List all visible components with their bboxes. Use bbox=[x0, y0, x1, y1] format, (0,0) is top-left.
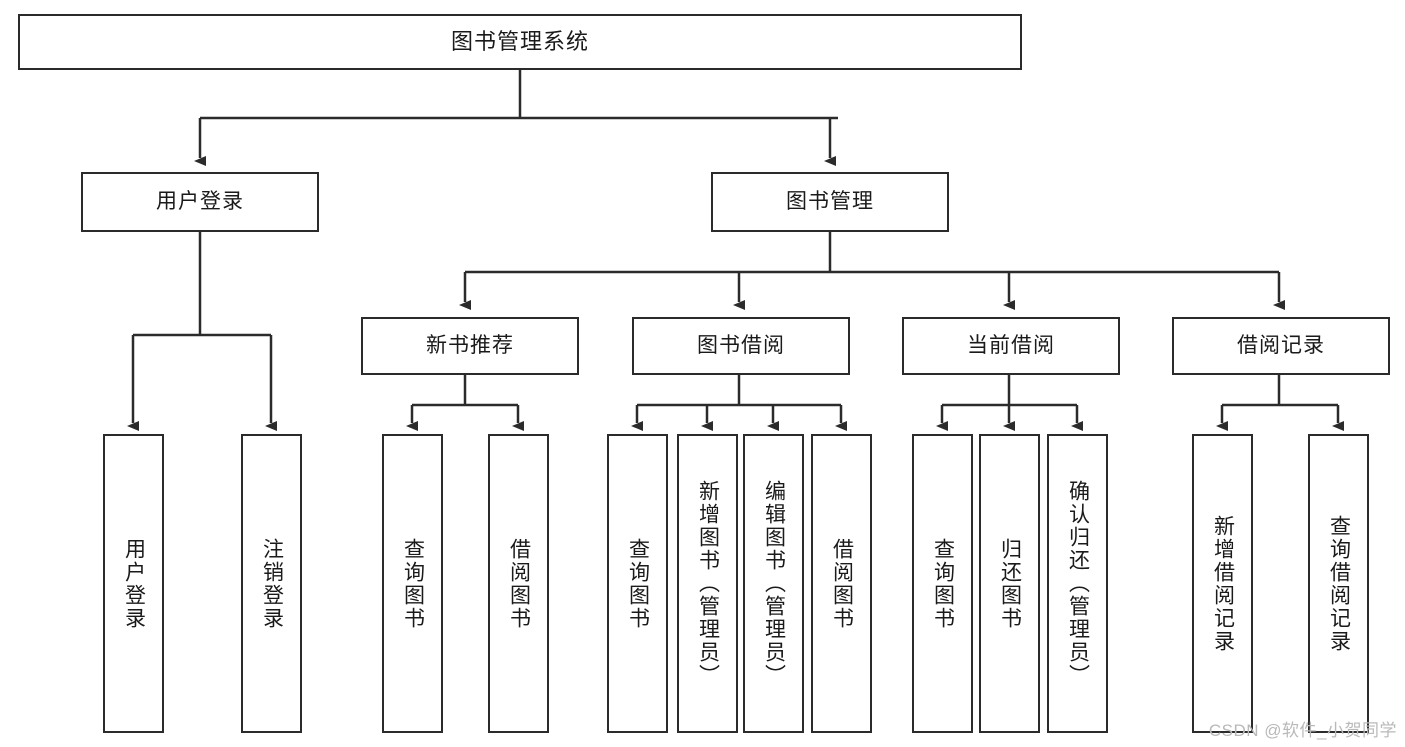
node-leaf-bb-add-book-admin[interactable]: 新增图书（管理员） bbox=[677, 434, 738, 733]
csdn-watermark: CSDN @软件_小贺同学 bbox=[1208, 721, 1397, 740]
node-new-book-recommend[interactable]: 新书推荐 bbox=[361, 317, 579, 375]
node-label: 查询图书 bbox=[931, 537, 955, 630]
node-leaf-bb-edit-book-admin[interactable]: 编辑图书（管理员） bbox=[743, 434, 804, 733]
node-borrow-record[interactable]: 借阅记录 bbox=[1172, 317, 1390, 375]
node-leaf-bb-query-book[interactable]: 查询图书 bbox=[607, 434, 668, 733]
node-label: 借阅图书 bbox=[830, 537, 854, 630]
node-leaf-nb-borrow-book[interactable]: 借阅图书 bbox=[488, 434, 549, 733]
node-label: 用户登录 bbox=[122, 537, 146, 630]
node-label: 查询图书 bbox=[401, 537, 425, 630]
node-label: 用户登录 bbox=[156, 190, 244, 214]
node-label: 新增借阅记录 bbox=[1211, 514, 1235, 653]
node-label: 借阅记录 bbox=[1237, 334, 1325, 358]
node-label: 注销登录 bbox=[260, 537, 284, 630]
node-current-borrow[interactable]: 当前借阅 bbox=[902, 317, 1120, 375]
node-leaf-bb-borrow-book[interactable]: 借阅图书 bbox=[811, 434, 872, 733]
node-label: 查询图书 bbox=[626, 537, 650, 630]
node-leaf-user-login[interactable]: 用户登录 bbox=[103, 434, 164, 733]
node-leaf-br-query-record[interactable]: 查询借阅记录 bbox=[1308, 434, 1369, 733]
node-book-borrow[interactable]: 图书借阅 bbox=[632, 317, 850, 375]
node-leaf-cb-confirm-return-admin[interactable]: 确认归还（管理员） bbox=[1047, 434, 1108, 733]
node-label: 新书推荐 bbox=[426, 334, 514, 358]
node-label: 图书管理系统 bbox=[450, 28, 589, 54]
node-user-login[interactable]: 用户登录 bbox=[81, 172, 319, 232]
node-label: 当前借阅 bbox=[967, 334, 1055, 358]
node-leaf-logout[interactable]: 注销登录 bbox=[241, 434, 302, 733]
node-book-management[interactable]: 图书管理 bbox=[711, 172, 949, 232]
node-leaf-cb-return-book[interactable]: 归还图书 bbox=[979, 434, 1040, 733]
node-leaf-nb-query-book[interactable]: 查询图书 bbox=[382, 434, 443, 733]
node-label: 图书管理 bbox=[786, 190, 874, 214]
node-label: 查询借阅记录 bbox=[1327, 514, 1351, 653]
node-label: 归还图书 bbox=[998, 537, 1022, 630]
node-root-book-management-system[interactable]: 图书管理系统 bbox=[18, 14, 1022, 70]
node-label: 新增图书（管理员） bbox=[696, 480, 720, 687]
node-leaf-br-add-record[interactable]: 新增借阅记录 bbox=[1192, 434, 1253, 733]
node-label: 编辑图书（管理员） bbox=[762, 480, 786, 687]
node-leaf-cb-query-book[interactable]: 查询图书 bbox=[912, 434, 973, 733]
node-label: 借阅图书 bbox=[507, 537, 531, 630]
node-label: 图书借阅 bbox=[697, 334, 785, 358]
node-label: 确认归还（管理员） bbox=[1066, 480, 1090, 687]
